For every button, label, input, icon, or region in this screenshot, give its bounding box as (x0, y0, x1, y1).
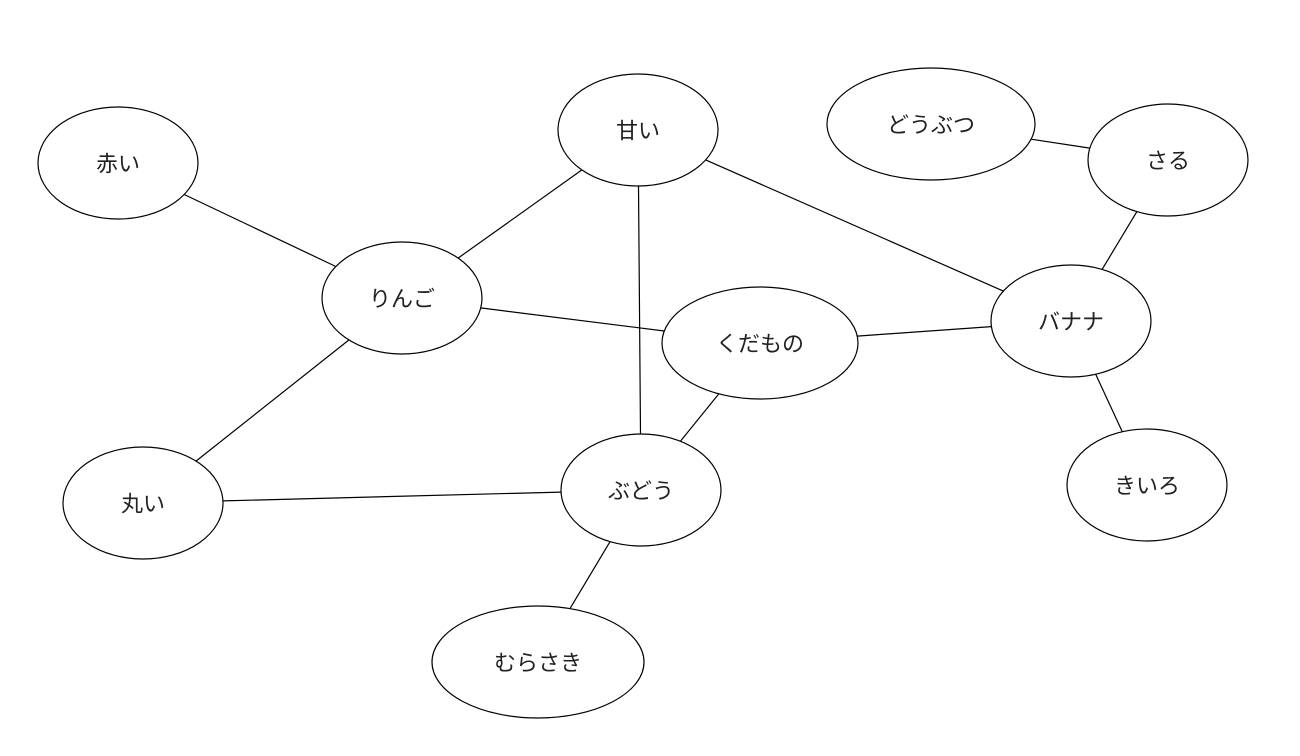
node-label-banana: バナナ (1038, 311, 1104, 336)
node-ellipse-akai (37, 106, 199, 220)
node-label-budou: ぶどう (608, 480, 674, 505)
node-label-marui: 丸い (121, 493, 165, 518)
node-murasaki: むらさき (431, 605, 645, 719)
node-ellipse-kudamono (661, 286, 859, 400)
edge-amai-ringo (457, 169, 583, 259)
node-label-saru: さる (1146, 150, 1190, 175)
node-ellipse-murasaki (431, 605, 645, 719)
node-kudamono: くだもの (661, 286, 859, 400)
edge-kudamono-banana (857, 326, 992, 337)
node-label-akai: 赤い (96, 153, 140, 178)
edge-marui-budou (222, 491, 562, 502)
edge-amai-banana (705, 159, 1004, 292)
edge-banana-kiiro (1095, 374, 1123, 432)
edge-ringo-kudamono (480, 307, 665, 332)
node-label-amai: 甘い (616, 120, 660, 145)
node-label-kiiro: きいろ (1114, 475, 1180, 500)
edge-budou-murasaki (569, 541, 611, 609)
edges-layer (183, 138, 1138, 609)
node-ellipse-ringo (321, 241, 483, 355)
node-ellipse-kiiro (1066, 428, 1228, 542)
node-ellipse-amai (557, 73, 719, 187)
node-ellipse-doubutsu (826, 67, 1036, 181)
node-label-doubutsu: どうぶつ (887, 114, 975, 139)
edge-akai-ringo (183, 193, 337, 268)
node-banana: バナナ (990, 264, 1152, 378)
edge-kudamono-budou (679, 393, 720, 442)
node-ellipse-banana (990, 264, 1152, 378)
node-ellipse-marui (62, 446, 224, 560)
node-amai: 甘い (557, 73, 719, 187)
node-label-murasaki: むらさき (494, 652, 582, 677)
node-akai: 赤い (37, 106, 199, 220)
edge-doubutsu-saru (1031, 138, 1090, 149)
node-doubutsu: どうぶつ (826, 67, 1036, 181)
node-ellipse-saru (1087, 103, 1249, 217)
edge-saru-banana (1101, 211, 1138, 270)
node-saru: さる (1087, 103, 1249, 217)
node-label-ringo: りんご (369, 288, 435, 313)
edge-ringo-marui (195, 339, 350, 462)
node-marui: 丸い (62, 446, 224, 560)
node-ringo: りんご (321, 241, 483, 355)
node-budou: ぶどう (560, 433, 722, 547)
node-label-kudamono: くだもの (716, 333, 804, 358)
edge-amai-budou (637, 185, 642, 435)
node-kiiro: きいろ (1066, 428, 1228, 542)
node-ellipse-budou (560, 433, 722, 547)
